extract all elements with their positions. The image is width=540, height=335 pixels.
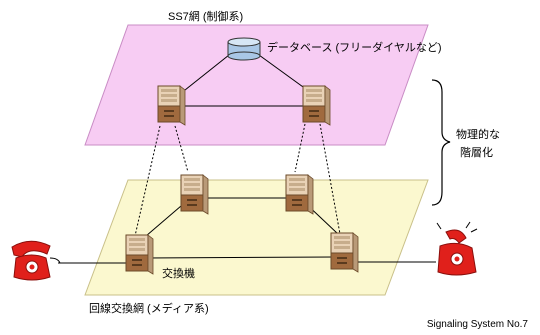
footer-label: Signaling System No.7 — [427, 319, 529, 330]
signaling-link-4 — [319, 123, 341, 235]
stp-server-left-icon — [157, 85, 186, 126]
signaling-link-1 — [134, 125, 161, 237]
db-link-left — [179, 54, 230, 95]
media-plane-label: 回線交換網 (メディア系) — [89, 301, 209, 315]
hierarchy-label-line2: 階層化 — [460, 145, 493, 159]
hierarchy-label-line1: 物理的な — [456, 127, 500, 141]
exchange-server-upper-left-icon — [180, 174, 209, 215]
database-label: データベース (フリーダイヤルなど) — [267, 40, 442, 54]
exchange-server-lower-left-icon — [125, 234, 154, 275]
exchange-server-lower-right-icon — [330, 232, 359, 273]
signaling-link-3 — [294, 123, 306, 173]
db-link-right — [258, 54, 311, 93]
hierarchy-brace — [431, 79, 451, 206]
exchange-server-upper-right-icon — [285, 174, 314, 215]
exchange-label: 交換機 — [162, 266, 195, 280]
stp-server-right-icon — [302, 85, 331, 126]
ringing-telephone-icon — [436, 221, 478, 276]
trunk-4 — [145, 256, 336, 259]
database-icon — [227, 37, 261, 61]
control-plane-label: SS7網 (制御系) — [168, 9, 243, 23]
telephone-icon — [11, 240, 61, 281]
